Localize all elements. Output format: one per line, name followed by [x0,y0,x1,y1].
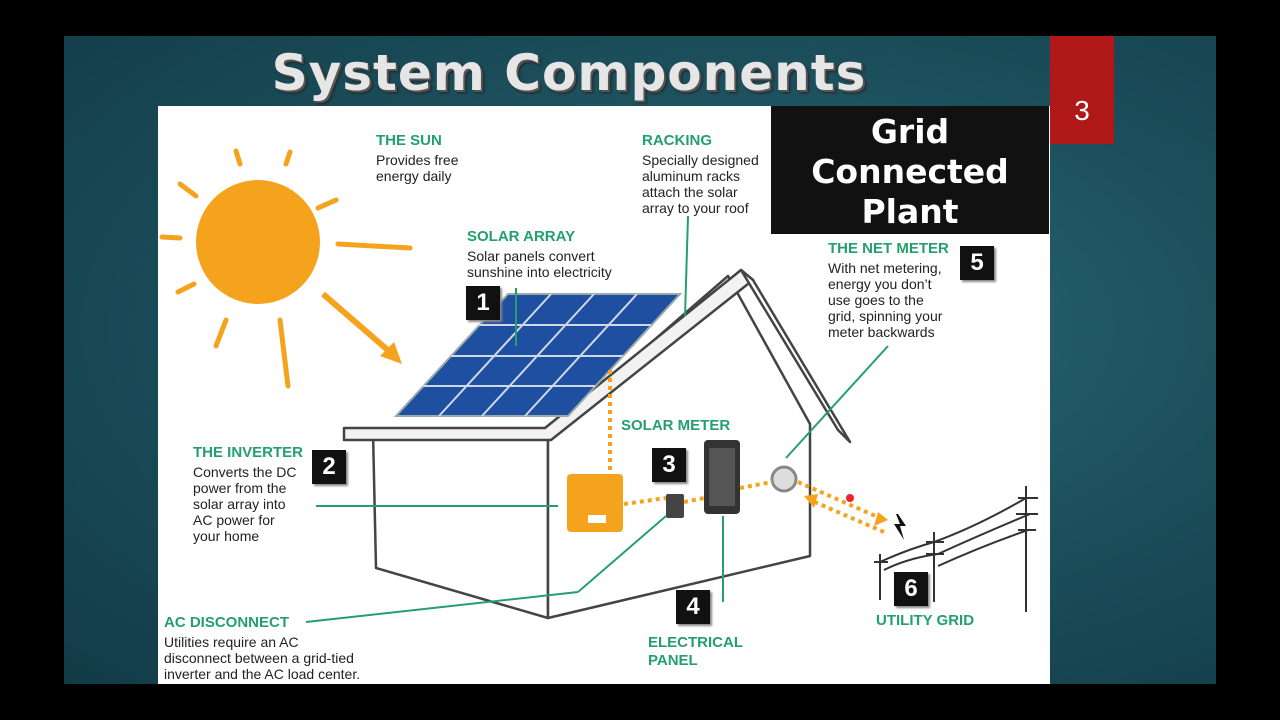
badge-6: 6 [894,572,928,606]
grid-box-line-1: Grid [870,112,950,151]
inverter-box-graphic [567,474,623,532]
grid-box-line-2: Connected [811,152,1009,191]
badge-1: 1 [466,286,500,320]
meter-graphic [770,465,798,493]
electrical-panel-label: ELECTRICAL [648,634,743,651]
badge-2: 2 [312,450,346,484]
page-number: 3 [1050,36,1114,144]
utility-poles-graphic [874,486,1038,612]
ac-disconnect-label: AC DISCONNECT [164,614,290,631]
slide: System Components 3 [64,36,1216,684]
solar-panels-graphic [393,293,683,417]
sun-icon [159,148,413,389]
badge-4: 4 [676,590,710,624]
house-graphic [342,268,852,620]
solar-diagram-graphic [159,148,1038,623]
grid-box-line-3: Plant [861,192,959,231]
grid-connected-plant-box: Grid Connected Plant [771,106,1049,234]
solar-meter-label: SOLAR METER [621,417,731,434]
net-meter-desc: With net metering,energy you don’t use g… [828,260,943,340]
ac-disconnect-graphic [666,494,684,518]
sun-label: THE SUN [376,132,442,149]
inverter-label: THE INVERTER [193,444,304,461]
utility-grid-label: UTILITY GRID [876,612,975,629]
slide-title: System Components [271,44,867,102]
badge-3: 3 [652,448,686,482]
badge-5: 5 [960,246,994,280]
racking-label: RACKING [642,132,712,149]
solar-array-label: SOLAR ARRAY [467,228,576,245]
electrical-panel-label-2: PANEL [648,652,698,669]
net-meter-label: THE NET METER [828,240,949,257]
